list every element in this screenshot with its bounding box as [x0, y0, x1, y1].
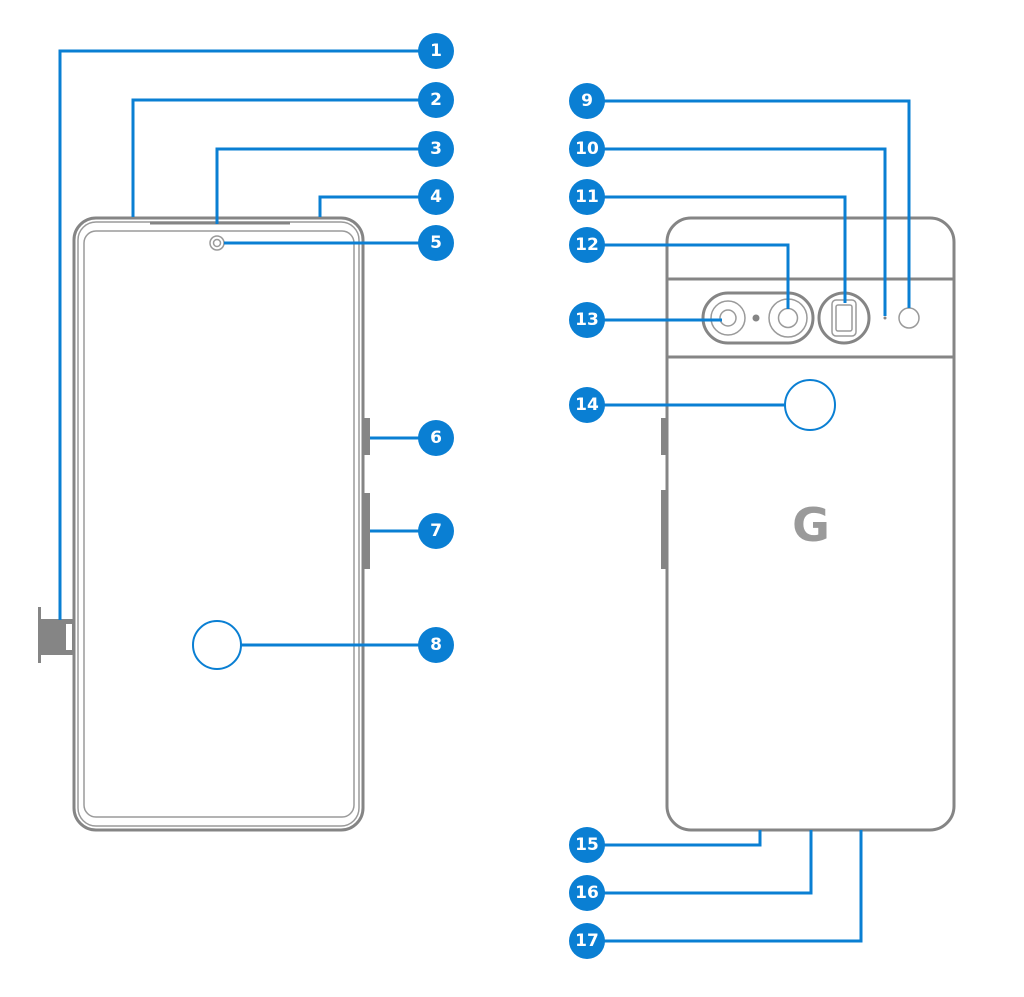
callout-3: 3 [418, 131, 454, 167]
svg-text:6: 6 [430, 428, 442, 448]
svg-text:8: 8 [430, 635, 442, 655]
callout-8: 8 [418, 627, 454, 663]
callout-17: 17 [569, 923, 605, 959]
callout-4: 4 [418, 179, 454, 215]
callouts: 1 2 3 4 5 6 7 8 9 10 11 12 13 14 15 16 1… [418, 33, 605, 959]
back-view: G [661, 216, 956, 832]
svg-text:11: 11 [575, 187, 599, 207]
callout-13: 13 [569, 302, 605, 338]
svg-text:1: 1 [430, 41, 442, 61]
front-screen [83, 230, 355, 818]
callout-2: 2 [418, 82, 454, 118]
callout-16: 16 [569, 875, 605, 911]
back-sensor [784, 379, 836, 431]
back-power-button [661, 418, 667, 455]
sim-tray [38, 607, 73, 663]
callout-6: 6 [418, 420, 454, 456]
front-bezel [77, 221, 360, 827]
callout-11: 11 [569, 179, 605, 215]
front-body [72, 216, 365, 832]
callout-9: 9 [569, 83, 605, 119]
callout-5: 5 [418, 225, 454, 261]
fingerprint-sensor [192, 620, 242, 670]
svg-text:10: 10 [575, 139, 599, 159]
svg-text:9: 9 [581, 91, 593, 111]
callout-14: 14 [569, 387, 605, 423]
callout-15: 15 [569, 827, 605, 863]
svg-text:15: 15 [575, 835, 599, 855]
wide-camera [710, 300, 746, 336]
svg-text:14: 14 [575, 395, 599, 415]
volume-button [363, 493, 370, 569]
telephoto-lens-inner [835, 304, 853, 332]
back-volume-button [661, 490, 667, 569]
callout-1: 1 [418, 33, 454, 69]
front-view [38, 216, 370, 832]
svg-text:7: 7 [430, 521, 442, 541]
svg-text:16: 16 [575, 883, 599, 903]
callout-10: 10 [569, 131, 605, 167]
ultrawide-camera-lens [777, 307, 799, 329]
svg-text:13: 13 [575, 310, 599, 330]
wide-camera-lens [719, 309, 737, 327]
front-camera-lens [212, 238, 222, 248]
svg-text:3: 3 [430, 139, 442, 159]
google-logo: G [792, 498, 830, 552]
svg-text:2: 2 [430, 90, 442, 110]
camera-housing [701, 291, 815, 345]
leader-lines [58, 49, 911, 943]
svg-text:5: 5 [430, 233, 442, 253]
callout-12: 12 [569, 227, 605, 263]
svg-text:17: 17 [575, 931, 599, 951]
flash [898, 307, 920, 329]
power-button [363, 418, 370, 455]
front-camera [209, 235, 225, 251]
callout-7: 7 [418, 513, 454, 549]
svg-text:12: 12 [575, 235, 599, 255]
svg-text:4: 4 [430, 187, 442, 207]
camera-dot [752, 314, 760, 322]
microphone [883, 316, 887, 320]
